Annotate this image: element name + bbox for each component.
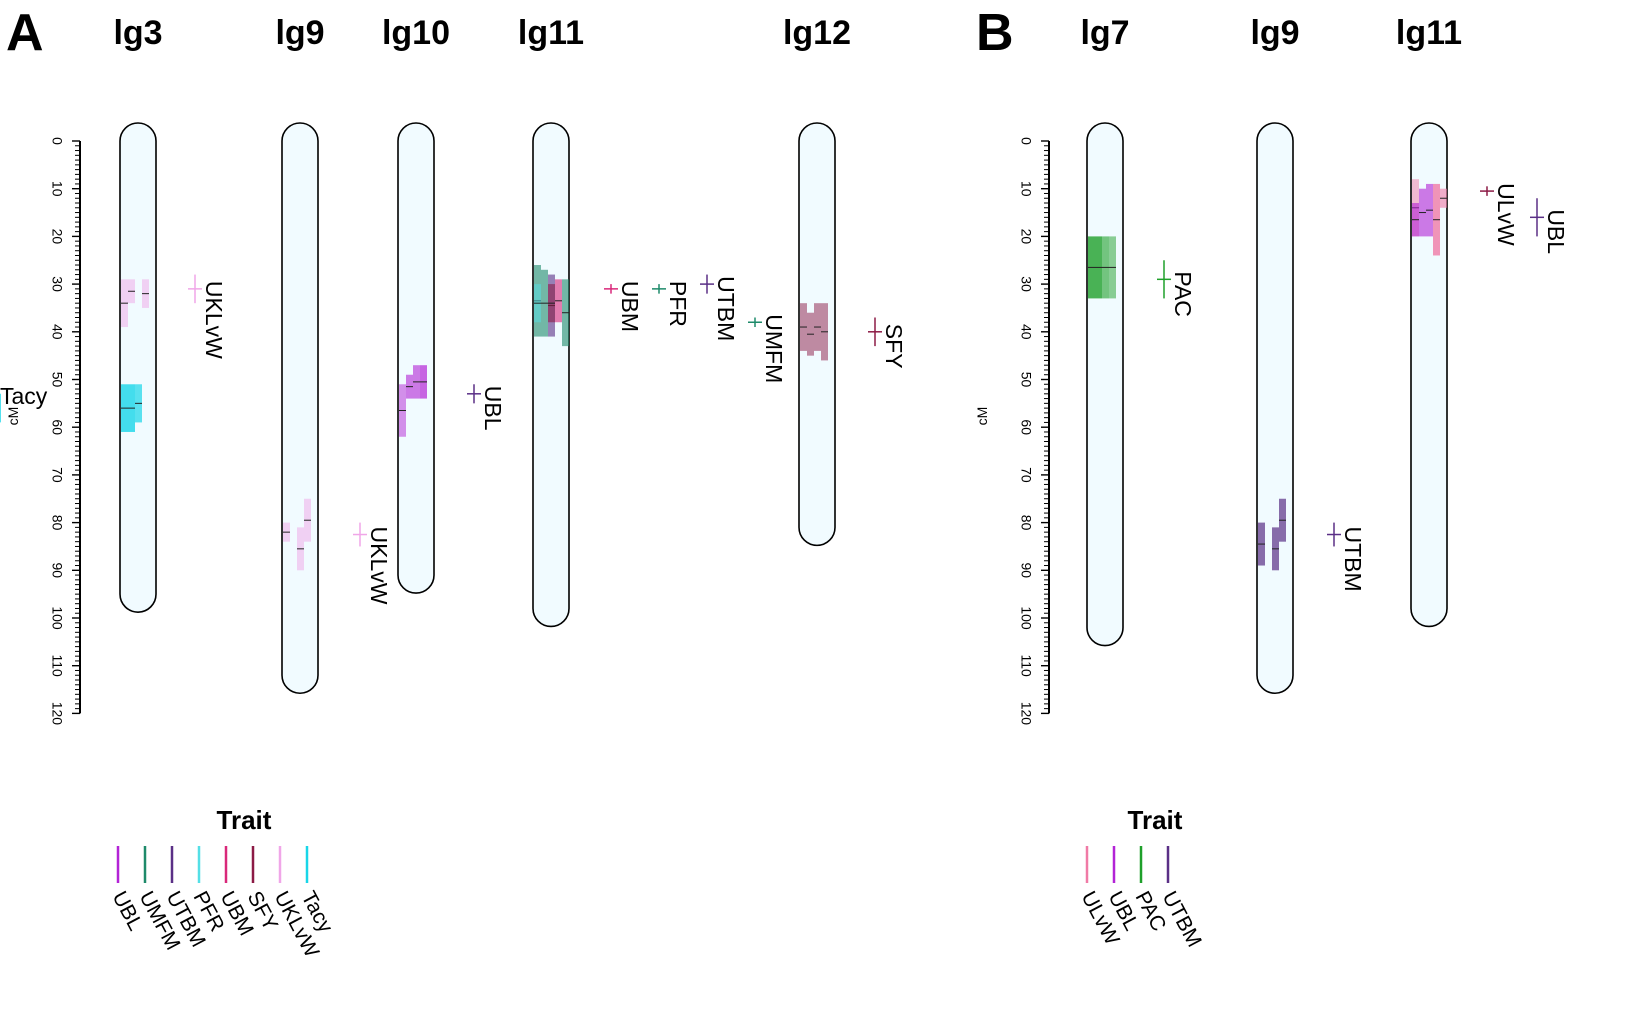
panel-b-axis-tick-label: 60 [1018,419,1034,435]
panel-b-lg11-qtl-ulvw-label: ULvW [1493,183,1519,246]
panel-a-lg11-chromosome [532,122,570,628]
panel-a-legend-title: Trait [217,805,272,835]
panel-a-axis-tick-label: 60 [49,419,65,435]
panel-b-lg11-title: lg11 [1396,14,1462,52]
panel-b-axis-tick-label: 0 [1018,137,1034,145]
panel-b-lg7-chromosome [1086,122,1124,647]
panel-b-axis-tick-label: 120 [1018,702,1034,726]
panel-b-axis-unit: cM [974,407,990,426]
panel-a-lg3-qtl-uklvw-label: UKLvW [201,281,227,359]
panel-a-axis-tick-label: 40 [49,324,65,340]
panel-b-axis-tick-label: 100 [1018,606,1034,630]
panel-b-lg9-title: lg9 [1250,14,1299,52]
panel-a-axis-tick-label: 30 [49,276,65,292]
panel-a-lg11-qtl-pfr-label: PFR [665,281,691,327]
panel-a-lg11-qtl-ubm-label: UBM [617,281,643,332]
panel-a-lg12-title: lg12 [783,14,851,52]
panel-b-axis-tick-label: 50 [1018,372,1034,388]
panel-b-letter: B [976,4,1014,62]
panel-a-letter: A [6,4,44,62]
panel-b-lg7-title: lg7 [1080,14,1129,52]
panel-b-axis-tick-label: 10 [1018,181,1034,197]
panel-a-axis-tick-label: 0 [49,137,65,145]
panel-a-lg3-title: lg3 [113,14,162,52]
panel-a-lg10-chromosome [397,122,435,594]
panel-b-axis-tick-label: 20 [1018,229,1034,245]
panel-b-axis-tick-label: 30 [1018,276,1034,292]
panel-a-axis-tick-label: 110 [49,655,65,678]
panel-b-lg9-chromosome [1256,122,1294,695]
panel-b-lg7-qtl-pac-label: PAC [1170,271,1196,317]
panel-a-axis-unit: cM [5,407,21,426]
panel-b-axis-tick-label: 110 [1018,655,1034,678]
panel-a-lg9-qtl-uklvw-label: UKLvW [366,527,392,605]
panel-a-axis-tick-label: 20 [49,229,65,245]
panel-b-lg11-qtl-ubl-label: UBL [1543,209,1569,254]
panel-b-axis-tick-label: 90 [1018,563,1034,579]
legends-layer: TraitUBLUMFMUTBMPFRUBMSFYUKLvWTacyTraitU… [108,805,1206,961]
panel-a-lg9-title: lg9 [275,14,324,52]
panel-a-lg10-title: lg10 [382,14,450,52]
panel-a-lg3-qtl-tacy-label: Tacy [0,383,48,409]
panel-b-axis-tick-label: 40 [1018,324,1034,340]
chromosomes-layer [119,122,1448,695]
panel-a-axis-tick-label: 70 [49,467,65,483]
panel-a-lg11-qtl-umfm-label: UMFM [761,314,787,383]
panel-a-axis-tick-label: 90 [49,563,65,579]
panel-a-lg11-title: lg11 [518,14,584,52]
panel-a-lg12-qtl-sfy-label: SFY [881,324,907,369]
panel-b-axis-tick-label: 70 [1018,467,1034,483]
panel-b-lg9-qtl-utbm-label: UTBM [1340,527,1366,592]
panel-a-lg3-chromosome [119,122,157,613]
panel-a-axis-tick-label: 50 [49,372,65,388]
panel-a-axis-tick-label: 100 [49,606,65,630]
panel-b-axis-tick-label: 80 [1018,515,1034,531]
panel-a-axis-tick-label: 10 [49,181,65,197]
panel-a-lg10-qtl-ubl-label: UBL [480,386,506,431]
panel-a-lg9-chromosome [281,122,319,695]
panel-a-axis-tick-label: 120 [49,702,65,726]
axes-layer: 0 10 20 30 40 50 60 70 80 90 100 110 120 cM 0 10 20 30 40 5… [5,137,1050,726]
panel-a-lg11-qtl-utbm-label: UTBM [713,276,739,341]
panel-a-axis-tick-label: 80 [49,515,65,531]
panel-b-legend-title: Trait [1128,805,1183,835]
